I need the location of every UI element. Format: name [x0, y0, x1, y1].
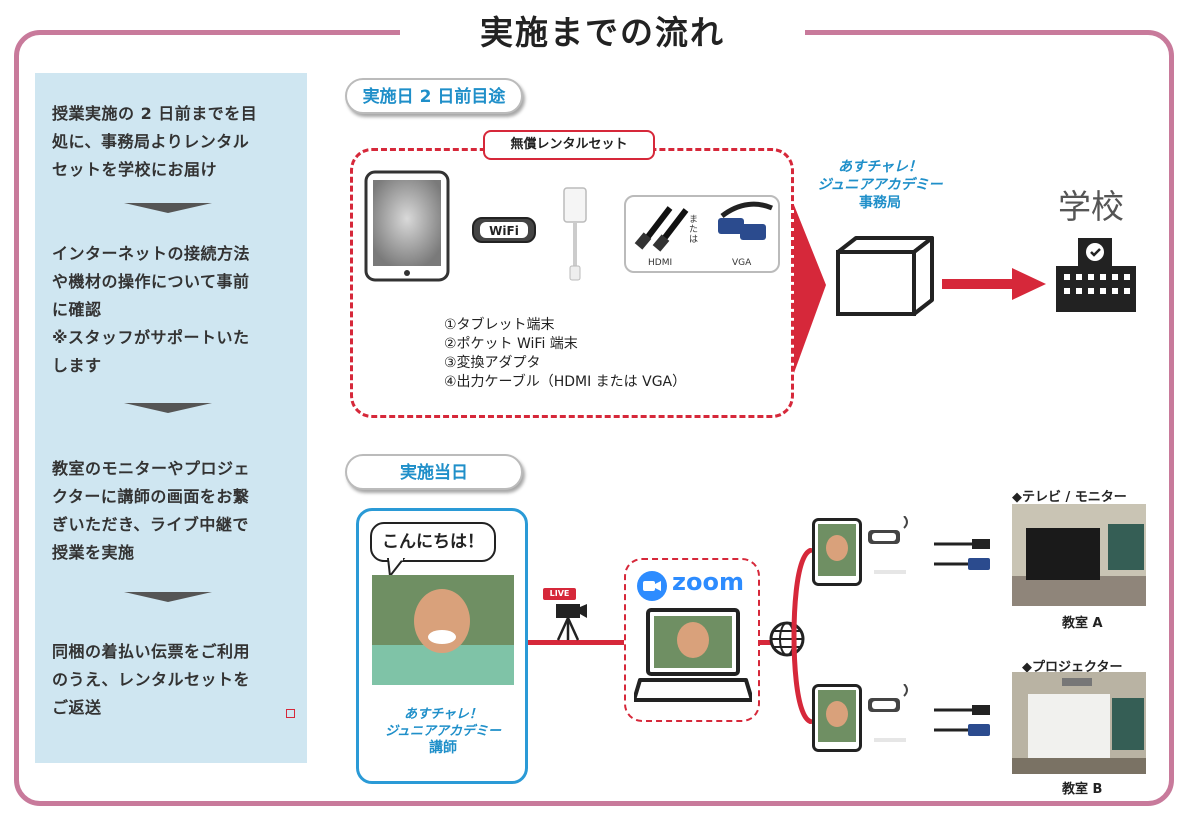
step-3: 教室のモニターやプロジェ クターに講師の画面をお繋 ぎいただき、ライブ中継で 授…	[52, 455, 302, 567]
step-4-line-2: のうえ、レンタルセットを	[52, 670, 251, 689]
adapter-icon	[563, 187, 587, 281]
school-label: 学校	[1058, 187, 1124, 226]
speech-bubble: こんにちは！	[370, 522, 496, 562]
step-1: 授業実施の 2 日前までを目 処に、事務局よりレンタル セットを学校にお届け	[52, 100, 302, 184]
item-3: ③変換アダプタ	[444, 355, 541, 371]
item-2: ②ポケット WiFi 端末	[444, 336, 578, 352]
page-title: 実施までの流れ	[480, 13, 725, 52]
cable-set-a-icon	[934, 539, 990, 570]
step-2-line-1: インターネットの接続方法	[52, 244, 251, 263]
office-line-1: あすチャレ！	[838, 159, 922, 175]
hdmi-label: HDMI	[648, 258, 673, 268]
step-3-line-4: 授業を実施	[52, 543, 135, 562]
pocket-wifi-icon: WiFi	[472, 217, 536, 243]
step-1-line-2: 処に、事務局よりレンタル	[52, 132, 250, 151]
zoom-label: zoom	[672, 568, 744, 596]
step-2-line-4: ※スタッフがサポートいた	[52, 328, 250, 347]
step-1-line-3: セットを学校にお届け	[52, 160, 218, 179]
step-3-line-3: ぎいただき、ライブ中継で	[52, 515, 249, 534]
step-1-line-1: 授業実施の 2 日前までを目	[52, 104, 258, 123]
instructor-line-1: あすチャレ！	[404, 707, 482, 722]
section2-pill: 実施当日	[345, 454, 523, 490]
branch-lines	[791, 548, 814, 724]
school-building-icon	[1056, 238, 1136, 312]
down-arrow-icon	[124, 203, 212, 213]
tablet-icon	[364, 170, 450, 282]
step-3-line-2: クターに講師の画面をお繋	[52, 487, 250, 506]
cable-or-label: または	[689, 215, 699, 245]
rental-set-label: 無償レンタルセット	[483, 130, 655, 160]
section1-pill: 実施日 2 日前目途	[345, 78, 523, 114]
live-badge: LIVE	[543, 588, 576, 600]
zoom-logo-icon	[637, 571, 667, 601]
office-line-3: 事務局	[859, 195, 901, 211]
wifi-adapter-a-icon	[868, 516, 908, 574]
laptop-icon	[634, 608, 752, 702]
step-3-line-1: 教室のモニターやプロジェ	[52, 459, 251, 478]
vga-label: VGA	[732, 258, 752, 268]
step-2-line-5: します	[52, 356, 102, 375]
office-line-2: ジュニアアカデミー	[817, 177, 943, 193]
room-a-label: 教室 A	[1062, 616, 1103, 631]
video-camera-icon	[556, 604, 587, 641]
steps-panel	[35, 73, 307, 763]
instructor-line-3: 講師	[429, 740, 457, 756]
projector-title: ◆プロジェクター	[1022, 660, 1123, 675]
cables-icon	[634, 201, 773, 252]
cable-set-b-icon	[934, 705, 990, 736]
item-1: ①タブレット端末	[444, 317, 555, 333]
instructor-line-2: ジュニアアカデミー	[384, 724, 502, 739]
step-4-line-1: 同梱の着払い伝票をご利用	[52, 642, 251, 661]
funnel-arrow	[794, 205, 826, 373]
title-background	[400, 0, 805, 60]
tablet-a-icon	[812, 518, 862, 586]
instructor-photo	[372, 575, 514, 685]
step-2: インターネットの接続方法 や機材の操作について事前 に確認 ※スタッフがサポート…	[52, 240, 302, 380]
camera-line	[528, 640, 624, 645]
zoom-box	[624, 558, 760, 722]
down-arrow-icon	[124, 592, 212, 602]
speech-bubble-tail	[386, 558, 406, 578]
monitor-title: ◆テレビ / モニター	[1012, 490, 1127, 505]
classroom-a-photo	[1012, 504, 1146, 606]
wifi-label: WiFi	[489, 224, 519, 238]
step-2-line-3: に確認	[52, 300, 102, 319]
step-4-line-3: ご返送	[52, 698, 102, 717]
down-arrow-icon	[124, 403, 212, 413]
classroom-b-photo	[1012, 672, 1146, 774]
wifi-adapter-b-icon	[868, 684, 908, 742]
step-4: 同梱の着払い伝票をご利用 のうえ、レンタルセットを ご返送	[52, 638, 302, 722]
end-mark-icon	[286, 709, 295, 718]
step-2-line-2: や機材の操作について事前	[52, 272, 250, 291]
tablet-b-icon	[812, 684, 862, 752]
cables-panel	[624, 195, 780, 273]
cardboard-box-icon	[836, 236, 934, 316]
delivery-arrow	[942, 268, 1046, 300]
room-b-label: 教室 B	[1062, 782, 1103, 797]
instructor-box	[356, 508, 528, 784]
office-label: あすチャレ！ ジュニアアカデミー 事務局	[810, 158, 950, 212]
item-4: ④出力ケーブル（HDMI または VGA）	[444, 374, 687, 390]
instructor-label: あすチャレ！ ジュニアアカデミー 講師	[372, 706, 514, 757]
